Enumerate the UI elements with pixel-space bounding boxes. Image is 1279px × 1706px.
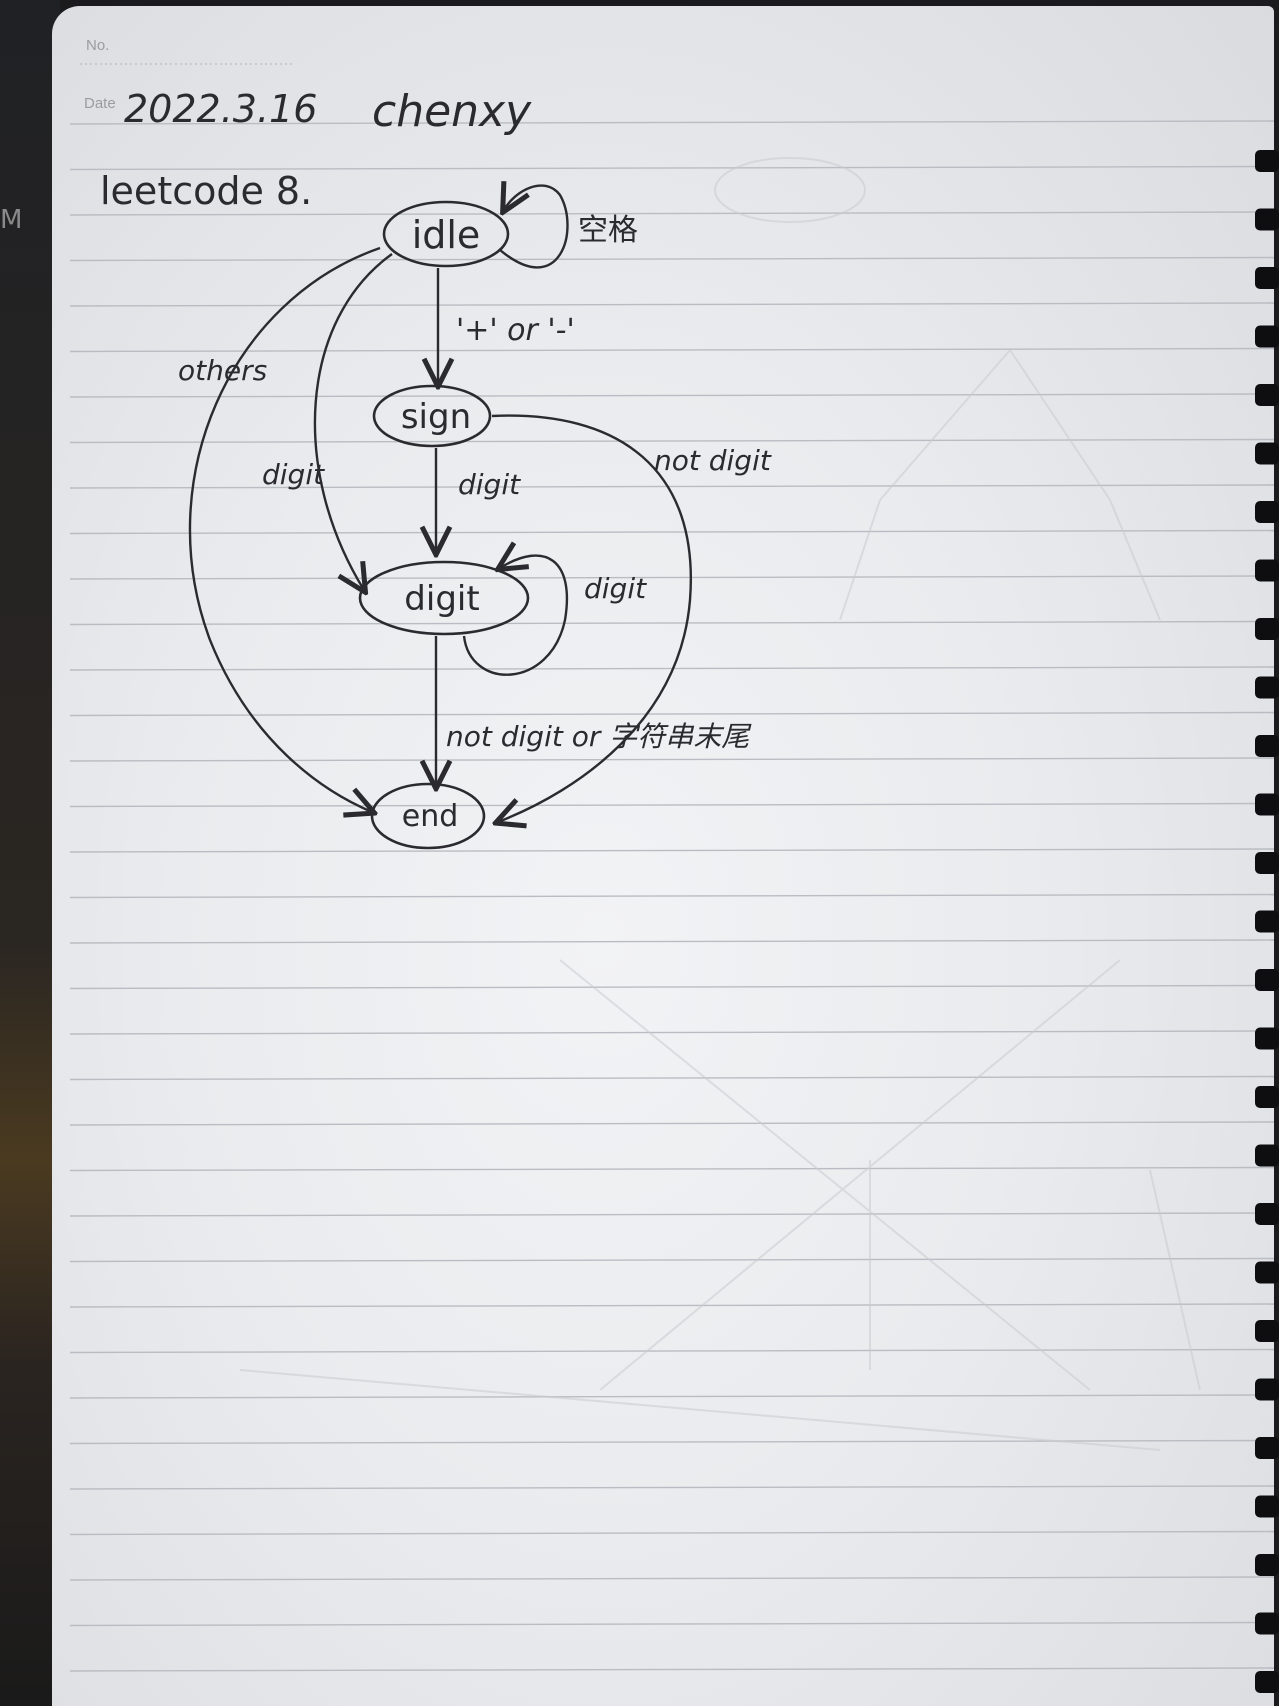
binding-ring [1255,1320,1279,1342]
ruled-line [69,1485,1274,1490]
binding-ring [1255,1495,1279,1518]
binding-ring [1255,676,1279,699]
label-sign-to-digit: digit [458,468,521,501]
label-idle-self: 空格 [578,213,638,248]
binding-ring [1255,1261,1279,1284]
ruled-line [69,120,1274,125]
edge-idle-to-digit [313,253,393,590]
binding-ring [1255,852,1279,874]
binding-ring [1255,793,1279,816]
date-label: Date [84,95,116,112]
binding-ring [1255,735,1279,757]
ruled-line [69,848,1274,853]
edge-idle-self [499,186,569,269]
binding-ring [1255,1203,1279,1225]
binding-ring [1255,325,1279,348]
ruled-line [69,1576,1274,1581]
binding-ring [1255,1554,1279,1576]
ruled-line [69,893,1274,899]
problem-title: leetcode 8. [100,169,312,213]
state-idle-label: idle [412,213,481,257]
state-sign: sign [372,384,492,448]
binding-ring [1255,150,1279,172]
ruled-line [69,1121,1274,1126]
ruled-line [69,620,1274,626]
ruled-line [69,347,1274,353]
edge-idle-to-end [188,246,381,812]
ruled-line [69,438,1274,444]
author-name: chenxy [372,86,532,137]
ruled-line [69,393,1274,398]
ruled-line [69,1530,1274,1536]
state-end-label: end [402,799,459,834]
ruled-line [69,1166,1274,1172]
state-idle: idle [382,200,510,268]
ruled-line [69,165,1274,171]
ruled-line [69,1030,1274,1035]
binding-ring [1255,501,1279,523]
binding-ring [1255,1612,1279,1635]
state-digit-label: digit [404,579,479,619]
binding-ring [1255,969,1279,991]
ruled-line [69,1667,1274,1672]
desk-background [0,0,60,1706]
label-digit-self: digit [584,572,647,605]
no-label: No. [86,37,109,54]
ruled-line [69,984,1274,990]
binding-ring [1255,1671,1279,1693]
binding-ring [1255,559,1279,582]
label-idle-to-sign: '+' or '-' [456,313,575,348]
ruled-line [69,575,1274,580]
binding-ring [1255,208,1279,231]
ruled-lines [69,63,1274,1672]
ruled-line [69,1439,1274,1445]
ruled-line [69,1348,1274,1354]
ruled-line [69,211,1274,216]
ruled-line [69,757,1274,762]
ruled-line [69,939,1274,944]
ruled-line [69,1394,1274,1399]
label-digit-to-end: not digit or 字符串末尾 [446,720,752,753]
ruled-line [69,529,1274,535]
edge-sign-to-end [492,414,693,822]
show-through-sketch [239,157,1201,1451]
date-value: 2022.3.16 [124,87,317,131]
background-letter: M [0,205,23,235]
spiral-binding [1255,150,1279,1693]
ruled-line [69,1257,1274,1263]
ruled-line [69,802,1274,808]
ruled-line [69,302,1274,307]
state-digit: digit [358,560,530,636]
edge-digit-self [462,556,569,676]
ruled-line [69,1075,1274,1081]
label-idle-to-end: others [178,354,267,387]
label-sign-to-end: not digit [654,444,772,477]
binding-ring [1255,442,1279,465]
binding-ring [1255,618,1279,640]
ruled-line [69,1303,1274,1308]
label-idle-to-digit: digit [262,458,325,491]
ruled-line [69,256,1274,262]
binding-ring [1255,1144,1279,1167]
binding-ring [1255,910,1279,933]
ruled-line [69,711,1274,717]
binding-ring [1255,384,1279,406]
ruled-line [69,484,1274,489]
binding-ring [1255,1027,1279,1050]
binding-ring [1255,1378,1279,1401]
ruled-line [69,1621,1274,1627]
binding-ring [1255,1086,1279,1108]
state-end: end [370,782,486,850]
notebook-page [52,6,1274,1706]
state-sign-label: sign [401,397,471,437]
ruled-line [69,1212,1274,1217]
binding-ring [1255,267,1279,289]
binding-ring [1255,1437,1279,1459]
